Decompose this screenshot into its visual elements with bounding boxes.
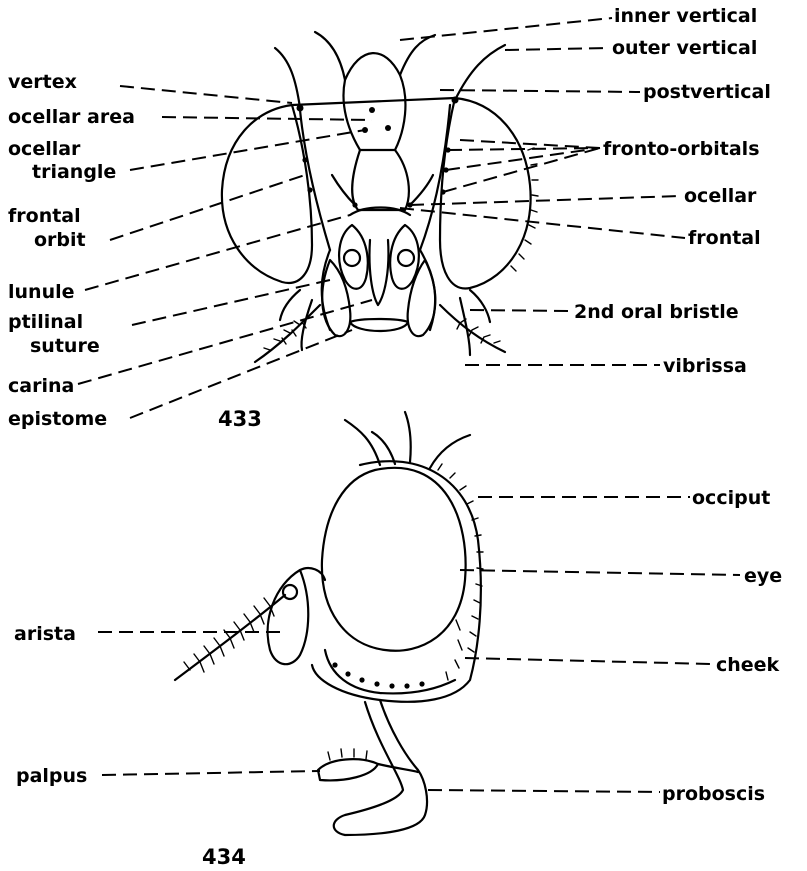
frons-right-border bbox=[420, 105, 450, 250]
label-proboscis: proboscis bbox=[662, 783, 765, 805]
right-vibrissa-hairs bbox=[457, 319, 500, 343]
label-palpus: palpus bbox=[16, 765, 87, 787]
upper-bristles bbox=[345, 412, 470, 468]
label-frontal: frontal bbox=[688, 227, 761, 249]
ocellus bbox=[385, 125, 391, 131]
label-lunule: lunule bbox=[8, 281, 75, 303]
left-eye-outline bbox=[222, 105, 312, 283]
oral-bristle bbox=[302, 300, 312, 350]
right-antenna-segment bbox=[398, 250, 414, 266]
right-eye-outline bbox=[440, 98, 531, 288]
outer-vertical-bristle-right bbox=[455, 45, 505, 100]
side-eye-outline bbox=[322, 468, 466, 651]
side-antenna bbox=[268, 570, 309, 664]
label-ptilinal-suture-2: suture bbox=[30, 335, 100, 357]
bristle-socket bbox=[419, 681, 424, 686]
label-arista: arista bbox=[14, 623, 76, 645]
bristle-socket bbox=[307, 187, 312, 192]
figure-number-434: 434 bbox=[202, 845, 246, 869]
bristle-socket bbox=[345, 671, 350, 676]
outer-vertical-bristle bbox=[275, 48, 300, 108]
label-ocellar-triangle-2: triangle bbox=[32, 161, 116, 183]
bristle-socket bbox=[332, 662, 337, 667]
right-vibrissa bbox=[440, 305, 505, 352]
label-eye: eye bbox=[744, 565, 782, 587]
label-ocellar: ocellar bbox=[684, 185, 757, 207]
bristle-socket bbox=[404, 683, 409, 688]
label-vibrissa: vibrissa bbox=[663, 355, 747, 377]
palpus-stalk bbox=[378, 764, 418, 772]
ocellus bbox=[369, 107, 375, 113]
side-view-head bbox=[175, 412, 483, 835]
leader-lines-right bbox=[400, 18, 740, 792]
front-view-head bbox=[222, 32, 538, 362]
cheek-hairs bbox=[446, 620, 462, 680]
label-carina: carina bbox=[8, 375, 74, 397]
label-fronto-orbitals: fronto-orbitals bbox=[603, 138, 760, 160]
figure-number-433: 433 bbox=[218, 407, 262, 431]
inner-vertical-bristle bbox=[315, 32, 345, 80]
bristle-socket bbox=[389, 683, 394, 688]
carina bbox=[369, 240, 388, 305]
inner-vertical-bristle-right bbox=[400, 35, 435, 75]
label-ptilinal-suture-1: ptilinal bbox=[8, 311, 83, 333]
label-epistome: epistome bbox=[8, 408, 107, 430]
left-face-plate bbox=[322, 260, 350, 336]
palpus bbox=[318, 759, 378, 780]
label-outer-vertical: outer vertical bbox=[612, 37, 757, 59]
label-ocellar-triangle-1: ocellar bbox=[8, 138, 81, 160]
genal-bristle-right bbox=[470, 290, 490, 322]
bristle-socket bbox=[374, 681, 379, 686]
label-frontal-orbit-2: orbit bbox=[34, 229, 86, 251]
left-vibrissa bbox=[255, 305, 320, 362]
frons-left-border bbox=[300, 110, 330, 250]
frontal-vitta bbox=[352, 150, 409, 210]
left-antenna-segment bbox=[344, 250, 360, 266]
antenna-segment bbox=[283, 585, 297, 599]
label-inner-vertical: inner vertical bbox=[614, 5, 757, 27]
proboscis bbox=[334, 700, 427, 835]
label-vertex: vertex bbox=[8, 71, 77, 93]
label-ocellar-area: ocellar area bbox=[8, 106, 135, 128]
label-2nd-oral-bristle: 2nd oral bristle bbox=[574, 301, 739, 323]
bristle-socket bbox=[359, 677, 364, 682]
label-frontal-orbit-1: frontal bbox=[8, 205, 81, 227]
label-cheek: cheek bbox=[716, 654, 780, 676]
arista-hairs bbox=[184, 598, 274, 672]
bristle-socket bbox=[302, 157, 307, 162]
vertex-line bbox=[292, 98, 455, 105]
genal-bristle-left bbox=[280, 290, 300, 320]
label-postvertical: postvertical bbox=[643, 81, 771, 103]
label-occiput: occiput bbox=[692, 487, 770, 509]
frontal-bristle-right bbox=[410, 175, 433, 205]
epistome bbox=[350, 319, 408, 331]
labels: inner vertical outer vertical postvertic… bbox=[8, 5, 782, 869]
